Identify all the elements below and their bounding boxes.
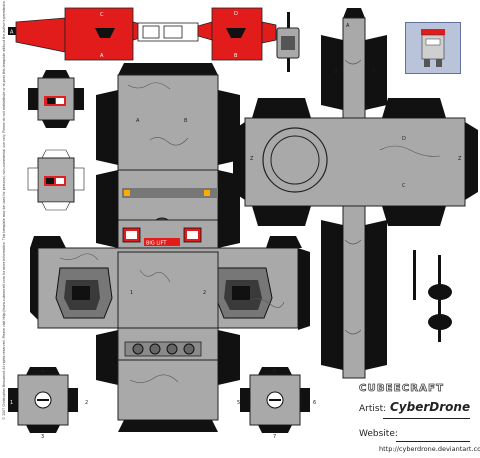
label-a-top: A [346,23,350,29]
label-c-head: C [100,12,104,18]
label-leg-3: 3 [41,434,44,440]
artist-underline [383,418,470,419]
main-body: A B BIG LIFT [96,63,240,253]
torso-strip: 1 2 [30,236,310,330]
label-leg-7: 7 [273,434,276,440]
label-leg-5: 5 [237,400,240,406]
cubeecraft-logo: CUBEECRAFT [359,383,445,395]
label-arm-1: 1 [130,290,133,296]
preview-thumbnail [405,22,461,74]
head-strip: A C A D B [8,7,277,61]
right-cross: A Y Y D C Z Z V V X X U U W W [233,8,478,379]
artist-label: Artist: [359,404,387,414]
label-z-left: Z [250,156,254,162]
hand-piece-2 [27,149,85,211]
label-a-body: A [136,118,140,124]
website-url[interactable]: http://cyberdrone.deviantart.com/ [379,445,480,453]
arm-piece-top [276,12,300,72]
label-leg-6: 6 [313,400,316,406]
preview-figure [421,29,445,67]
label-v-2: V [334,69,338,75]
leg-piece-left: 1 2 4 3 [8,367,88,440]
label-b-body: B [184,118,188,124]
label-leg-4: 4 [41,369,44,375]
label-leg-2: 2 [85,400,88,406]
label-c-side: C [402,183,406,189]
copyright-notice: © 2007 Christopher Beaumont All rights r… [2,0,6,420]
label-leg-8: 8 [273,369,276,375]
leg-piece-right: 5 6 8 7 [237,367,316,440]
stone-texture [59,59,441,383]
website-label: Website: [359,429,398,439]
hand-piece-1 [28,70,84,128]
lower-body [96,327,240,432]
label-y-right: Y [364,106,369,112]
label-leg-1: 1 [10,400,13,406]
label-a-head: A [100,53,104,59]
chest-badge-text: BIG LIFT [146,241,167,247]
artist-name: CyberDrone [390,400,471,414]
label-arm-2: 2 [203,290,206,296]
axle-pieces [413,250,452,342]
label-v-1: V [372,69,376,75]
label-b-head: B [234,53,238,59]
label-d-side: D [402,136,406,142]
label-a-marker: A [10,30,14,36]
label-d-head: D [234,11,238,17]
website-underline [396,441,470,442]
label-z-right: Z [458,156,462,162]
